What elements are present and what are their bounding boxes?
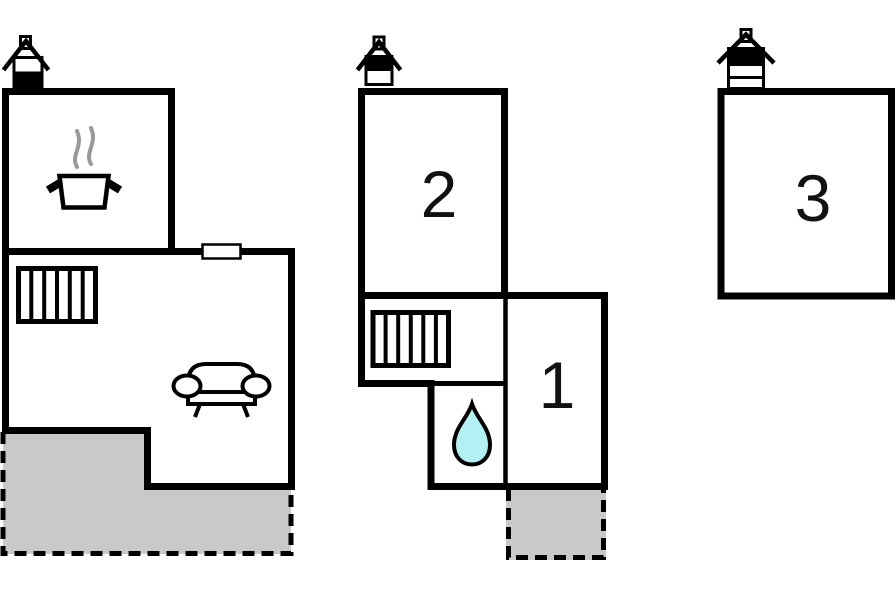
chimney-icon [355, 35, 403, 86]
terrace-middle [506, 488, 606, 560]
steam-line [73, 129, 81, 169]
room-1-label: 1 [539, 348, 576, 422]
sofa-icon [171, 362, 272, 418]
pot-body [56, 173, 112, 210]
room-3-walls [717, 88, 895, 300]
left-unit [0, 35, 295, 556]
water-drop-icon [451, 397, 493, 467]
steam-line [87, 126, 95, 166]
chimney-icon [1, 35, 51, 89]
window [201, 243, 242, 260]
stairs-icon [16, 266, 98, 324]
terrace-middle-dashed-border [506, 489, 606, 560]
right-unit: 3 [716, 28, 895, 300]
stairs-icon [370, 310, 451, 368]
terrace-left [3, 430, 291, 554]
room-3-label: 3 [795, 161, 832, 235]
middle-building-walls [358, 88, 608, 490]
cooking-pot-icon [45, 126, 123, 210]
terrace-left-dashed-border [0, 432, 294, 556]
middle-unit: 2 1 [355, 35, 608, 560]
chimney-icon [716, 28, 776, 90]
room-2-label: 2 [421, 157, 458, 231]
